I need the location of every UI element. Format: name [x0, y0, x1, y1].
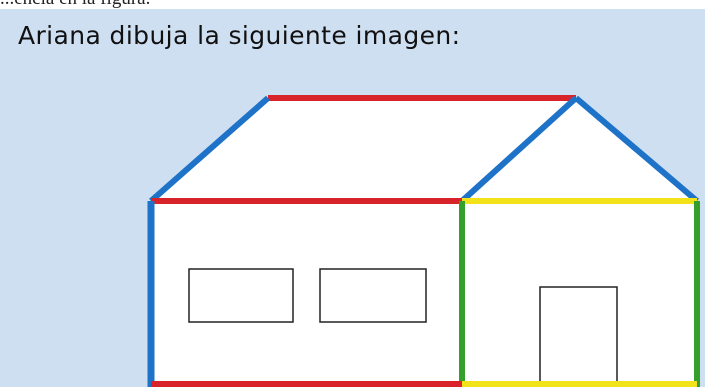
- roof-fill: [151, 98, 576, 201]
- prompt-text: Ariana dibuja la siguiente imagen:: [18, 21, 461, 50]
- gable-fill: [462, 98, 697, 201]
- gable-right-slope-blue: [574, 95, 699, 204]
- window-left: [188, 268, 294, 323]
- roof-left-slope-blue: [149, 95, 270, 204]
- gable-left-slope-blue: [459, 95, 579, 204]
- window-right: [319, 268, 427, 323]
- door: [539, 286, 618, 381]
- cut-off-header-text: ...encia en la figura.: [0, 0, 705, 9]
